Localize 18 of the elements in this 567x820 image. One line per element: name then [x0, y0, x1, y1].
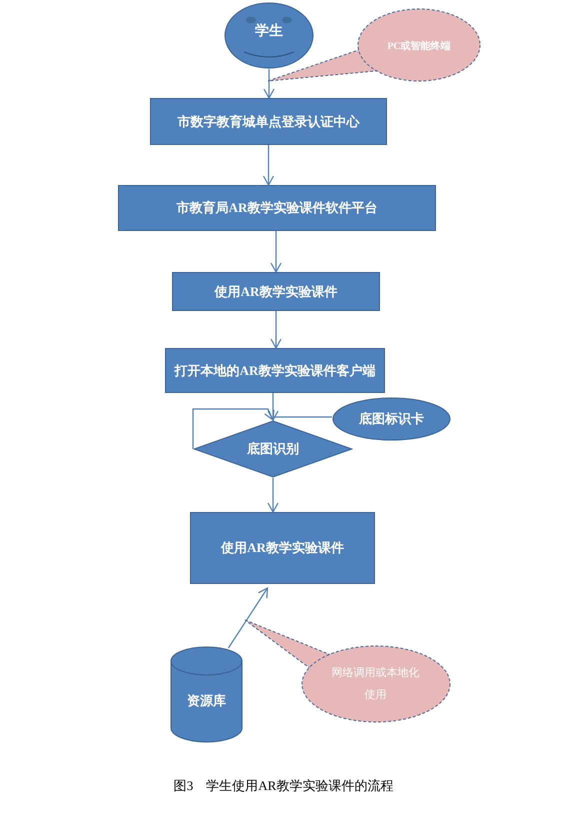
arrow [270, 311, 282, 349]
process-box: 打开本地的AR教学实验课件客户端 [165, 348, 385, 393]
arrow [228, 587, 268, 648]
ellipse-node: 底图标识卡 [332, 397, 451, 441]
arrow [267, 393, 279, 421]
arrow [192, 408, 274, 449]
process-box: 使用AR教学实验课件 [172, 272, 380, 311]
process-box: 使用AR教学实验课件 [190, 512, 375, 584]
arrow [263, 69, 275, 99]
smiley-circle: 学生 [224, 2, 314, 69]
arrow [262, 145, 274, 186]
arrow [267, 478, 279, 513]
connector-line [273, 416, 332, 418]
process-box: 市教育局AR教学实验课件软件平台 [118, 185, 436, 231]
arrow [270, 231, 282, 273]
process-box: 市数字教育城单点登录认证中心 [150, 98, 387, 145]
figure-caption: 图3 学生使用AR教学实验课件的流程 [174, 778, 394, 793]
decision-diamond: 底图识别 [193, 420, 353, 478]
